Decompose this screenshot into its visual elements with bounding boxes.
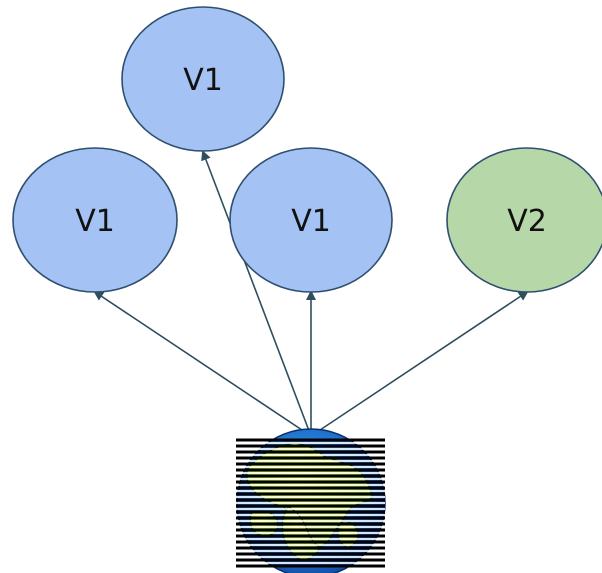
node-top-label: V1 <box>183 63 223 98</box>
edge-globe-to-top <box>201 150 312 437</box>
node-right[interactable]: V2 <box>446 147 602 293</box>
node-left-label: V1 <box>75 204 115 239</box>
node-mid[interactable]: V1 <box>229 147 393 293</box>
node-right-label: V2 <box>507 204 547 239</box>
node-mid-label: V1 <box>291 204 331 239</box>
node-left-ellipse <box>12 147 178 293</box>
node-left[interactable]: V1 <box>12 147 178 293</box>
node-mid-ellipse <box>229 147 393 293</box>
node-top-ellipse <box>121 6 285 152</box>
node-right-ellipse <box>446 147 602 293</box>
earth-globe-icon <box>236 428 386 573</box>
edge-globe-to-left <box>93 290 312 437</box>
node-top[interactable]: V1 <box>121 6 285 152</box>
edge-globe-to-right <box>310 290 529 437</box>
